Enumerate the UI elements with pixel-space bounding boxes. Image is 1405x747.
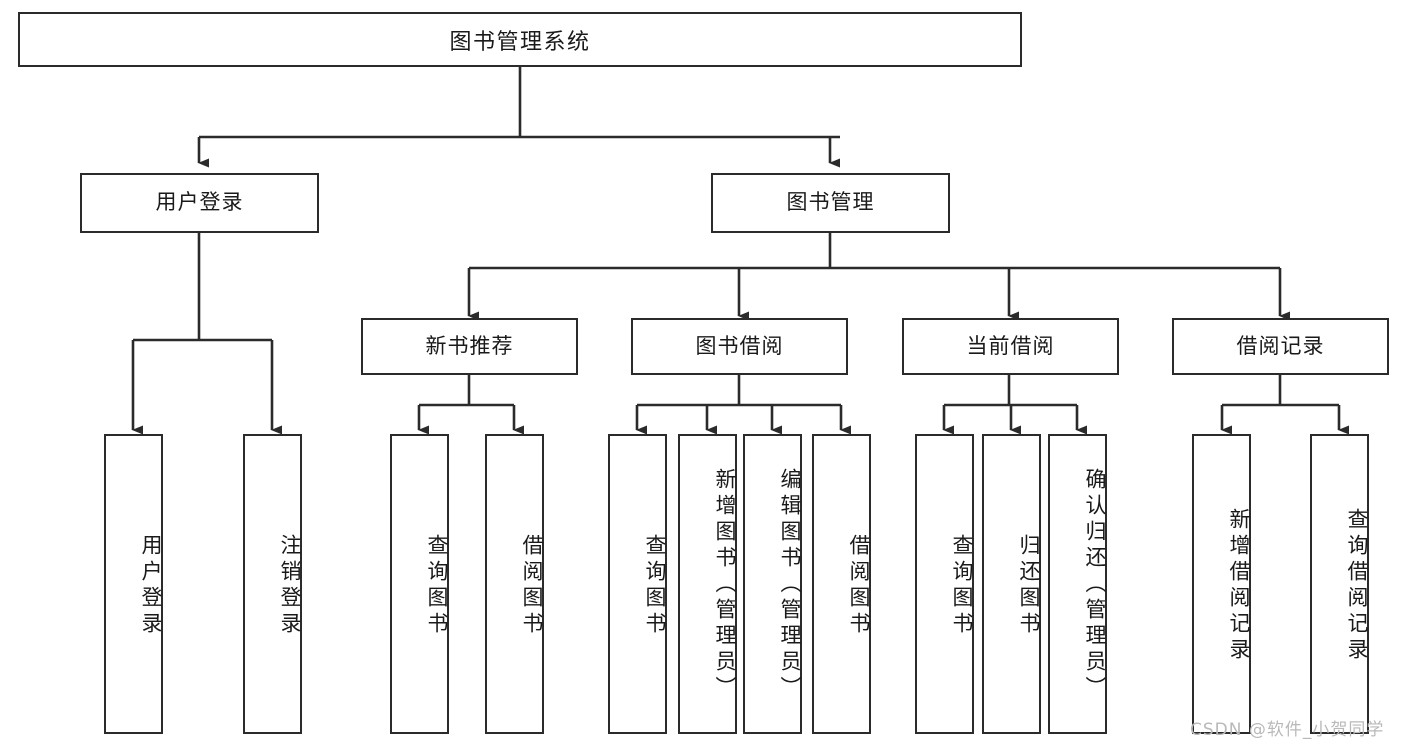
leaf-edit-book-label: 编辑图书（管理员） xyxy=(778,468,802,702)
node-book-management-label: 图书管理 xyxy=(786,190,875,215)
leaf-query-book-2[interactable]: 查询图书 xyxy=(608,434,667,734)
leaf-query-book-3[interactable]: 查询图书 xyxy=(915,434,974,734)
leaf-add-record-label: 新增借阅记录 xyxy=(1227,508,1251,664)
leaf-confirm-return[interactable]: 确认归还（管理员） xyxy=(1048,434,1107,734)
node-current-borrow[interactable]: 当前借阅 xyxy=(902,318,1119,375)
node-new-book-recommend[interactable]: 新书推荐 xyxy=(361,318,578,375)
leaf-borrow-book-1-label: 借阅图书 xyxy=(520,534,544,638)
node-book-borrow-label: 图书借阅 xyxy=(695,333,784,358)
leaf-edit-book[interactable]: 编辑图书（管理员） xyxy=(743,434,802,734)
node-current-borrow-label: 当前借阅 xyxy=(966,333,1055,358)
leaf-add-record[interactable]: 新增借阅记录 xyxy=(1192,434,1251,734)
leaf-return-book-label: 归还图书 xyxy=(1017,534,1041,638)
leaf-user-login-label: 用户登录 xyxy=(139,534,163,638)
node-book-borrow[interactable]: 图书借阅 xyxy=(631,318,848,375)
leaf-query-book-3-label: 查询图书 xyxy=(950,534,974,638)
leaf-return-book[interactable]: 归还图书 xyxy=(982,434,1041,734)
leaf-query-record[interactable]: 查询借阅记录 xyxy=(1310,434,1369,734)
watermark: CSDN @软件_小贺同学 xyxy=(1190,720,1385,740)
leaf-query-record-label: 查询借阅记录 xyxy=(1345,508,1369,664)
node-root-label: 图书管理系统 xyxy=(449,29,591,55)
node-root-system[interactable]: 图书管理系统 xyxy=(18,12,1022,67)
leaf-logout-login-label: 注销登录 xyxy=(278,534,302,638)
node-book-management[interactable]: 图书管理 xyxy=(711,173,950,233)
leaf-add-book-label: 新增图书（管理员） xyxy=(713,468,737,702)
node-user-login[interactable]: 用户登录 xyxy=(80,173,319,233)
leaf-user-login[interactable]: 用户登录 xyxy=(104,434,163,734)
leaf-query-book-2-label: 查询图书 xyxy=(643,534,667,638)
leaf-borrow-book-2[interactable]: 借阅图书 xyxy=(812,434,871,734)
node-new-book-recommend-label: 新书推荐 xyxy=(425,333,514,358)
node-borrow-record-label: 借阅记录 xyxy=(1236,333,1325,358)
leaf-add-book[interactable]: 新增图书（管理员） xyxy=(678,434,737,734)
leaf-borrow-book-2-label: 借阅图书 xyxy=(847,534,871,638)
leaf-confirm-return-label: 确认归还（管理员） xyxy=(1083,468,1107,702)
leaf-logout-login[interactable]: 注销登录 xyxy=(243,434,302,734)
leaf-borrow-book-1[interactable]: 借阅图书 xyxy=(485,434,544,734)
node-borrow-record[interactable]: 借阅记录 xyxy=(1172,318,1389,375)
node-user-login-label: 用户登录 xyxy=(155,190,244,215)
leaf-query-book-1[interactable]: 查询图书 xyxy=(390,434,449,734)
leaf-query-book-1-label: 查询图书 xyxy=(425,534,449,638)
